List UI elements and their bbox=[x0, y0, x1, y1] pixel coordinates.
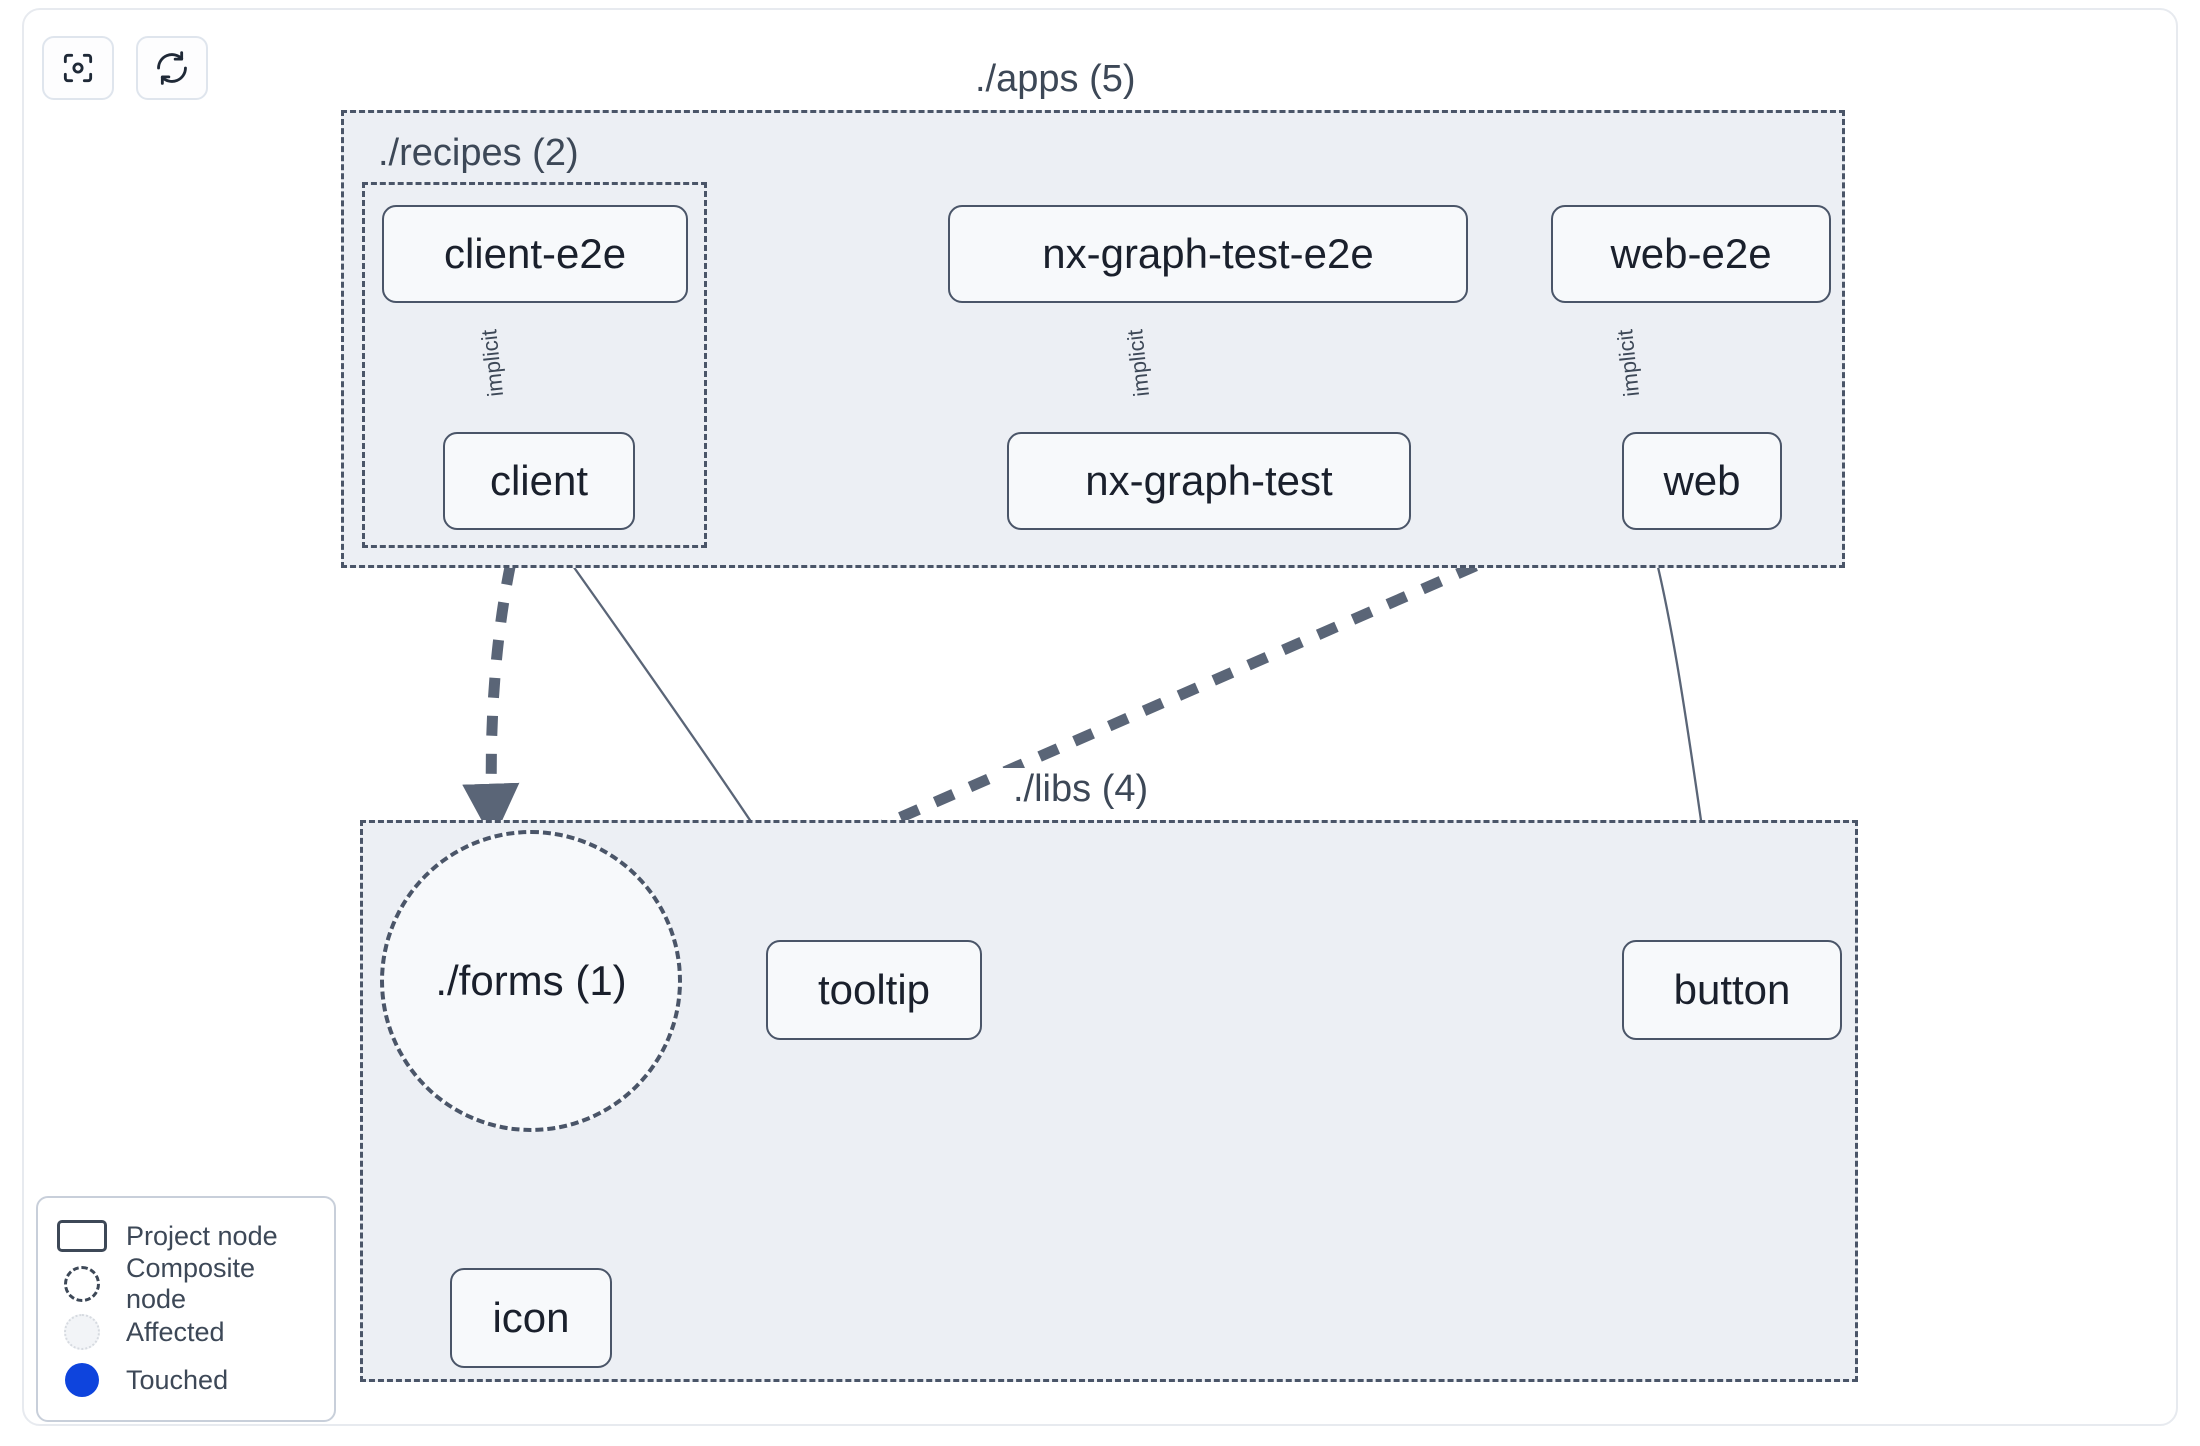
node-client[interactable]: client bbox=[443, 432, 635, 530]
graph-toolbar bbox=[42, 36, 208, 100]
node-client-e2e[interactable]: client-e2e bbox=[382, 205, 688, 303]
group-label-libs: ./libs (4) bbox=[1003, 768, 1159, 811]
group-label-recipes: ./recipes (2) bbox=[378, 132, 579, 174]
refresh-icon bbox=[153, 49, 191, 87]
legend-label-touched: Touched bbox=[126, 1364, 229, 1395]
touched-swatch bbox=[54, 1363, 110, 1397]
composite-node-swatch bbox=[54, 1266, 110, 1302]
legend-label-composite-node: Composite node bbox=[126, 1253, 256, 1314]
legend-row-composite-node: Composite node bbox=[54, 1253, 318, 1314]
legend-label-affected: Affected bbox=[126, 1316, 225, 1347]
affected-swatch bbox=[54, 1314, 110, 1350]
refresh-button[interactable] bbox=[136, 36, 208, 100]
node-nx-graph-test-e2e[interactable]: nx-graph-test-e2e bbox=[948, 205, 1468, 303]
group-label-apps: ./apps (5) bbox=[965, 58, 1146, 101]
node-tooltip[interactable]: tooltip bbox=[766, 940, 982, 1040]
graph-legend: Project node Composite node Affected Tou… bbox=[36, 1196, 336, 1422]
legend-label-project-node: Project node bbox=[126, 1220, 278, 1251]
node-nx-graph-test[interactable]: nx-graph-test bbox=[1007, 432, 1411, 530]
node-web[interactable]: web bbox=[1622, 432, 1782, 530]
legend-row-project-node: Project node bbox=[54, 1212, 318, 1260]
node-button[interactable]: button bbox=[1622, 940, 1842, 1040]
node-forms-composite[interactable]: ./forms (1) bbox=[380, 830, 682, 1132]
node-icon[interactable]: icon bbox=[450, 1268, 612, 1368]
project-node-swatch bbox=[54, 1220, 110, 1252]
legend-row-affected: Affected bbox=[54, 1308, 318, 1356]
node-web-e2e[interactable]: web-e2e bbox=[1551, 205, 1831, 303]
focus-target-button[interactable] bbox=[42, 36, 114, 100]
focus-target-icon bbox=[59, 49, 97, 87]
legend-row-touched: Touched bbox=[54, 1356, 318, 1404]
